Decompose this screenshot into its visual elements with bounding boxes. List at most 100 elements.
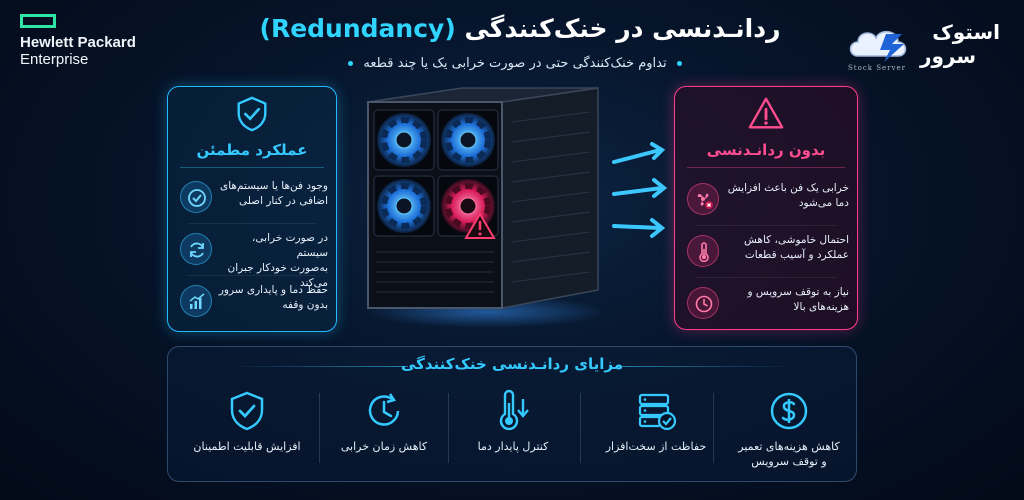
divider bbox=[616, 366, 796, 367]
subtitle-text: تداوم خنک‌کنندگی حتی در صورت خرابی یک یا… bbox=[363, 56, 667, 71]
benefit-label: کنترل پایدار دما bbox=[448, 439, 578, 454]
benefit-item: کنترل پایدار دما bbox=[448, 387, 578, 477]
check-circle-icon bbox=[188, 189, 206, 207]
hpe-logo-line1: Hewlett Packard bbox=[20, 34, 136, 51]
server-check-icon bbox=[638, 393, 677, 431]
clock-icon bbox=[368, 393, 400, 426]
hpe-logo: Hewlett Packard Enterprise bbox=[20, 14, 170, 68]
arrow-right-icon bbox=[612, 148, 662, 164]
divider bbox=[687, 167, 845, 168]
item-line: احتمال خاموشی، کاهش bbox=[744, 234, 849, 246]
item-line: وجود فن‌ها یا سیستم‌های bbox=[220, 180, 328, 192]
refresh-icon bbox=[190, 242, 204, 258]
item-line: اضافی در کنار اصلی bbox=[238, 195, 328, 207]
item-line: دما می‌شود bbox=[798, 197, 849, 209]
list-item: در صورت خرابی، سیستم به‌صورت خودکار جبرا… bbox=[176, 227, 328, 289]
item-icon-circle bbox=[687, 183, 719, 215]
hpe-logo-line2: Enterprise bbox=[20, 51, 89, 68]
card-title: بدون ردانـدنسی bbox=[706, 141, 826, 159]
thermometer-icon bbox=[699, 242, 709, 262]
item-line: عملکرد و آسیب قطعات bbox=[744, 249, 849, 261]
item-line: حفظ دما و پایداری سرور bbox=[218, 284, 328, 296]
no-redundancy-card: بدون ردانـدنسی خرابی یک فن باعث افزایش د… bbox=[674, 86, 858, 330]
item-icon-circle bbox=[687, 235, 719, 267]
divider bbox=[319, 393, 320, 463]
clock-icon bbox=[695, 295, 713, 313]
dollar-icon bbox=[770, 392, 808, 430]
page-title-en: (Redundancy) bbox=[259, 14, 456, 43]
warning-icon bbox=[748, 97, 784, 129]
arrow-right-icon bbox=[612, 186, 664, 196]
divider bbox=[695, 225, 837, 226]
page-subtitle: تداوم خنک‌کنندگی حتی در صورت خرابی یک یا… bbox=[320, 56, 710, 71]
item-line: بدون وقفه bbox=[282, 299, 328, 311]
divider bbox=[188, 275, 316, 276]
benefit-item: کاهش هزینه‌های تعمیر و توقف سرویس bbox=[724, 387, 854, 477]
page-title-fa: ردانـدنسی در خنک‌کنندگی bbox=[464, 14, 781, 43]
divider bbox=[448, 393, 449, 463]
thermometer-icon bbox=[499, 389, 529, 431]
list-item: نیاز به توقف سرویس و هزینه‌های بالا bbox=[683, 281, 849, 327]
page-title: ردانـدنسی در خنک‌کنندگی (Redundancy) bbox=[250, 14, 790, 43]
item-icon-circle bbox=[180, 181, 212, 213]
benefit-line: کاهش هزینه‌های تعمیر bbox=[738, 440, 840, 453]
item-line: در صورت خرابی، سیستم bbox=[252, 232, 328, 259]
item-text: نیاز به توقف سرویس و هزینه‌های بالا bbox=[725, 285, 849, 315]
cloud-logo-icon bbox=[849, 30, 907, 62]
fan-blue bbox=[373, 175, 435, 237]
benefit-line: حفاظت از سخت‌افزار bbox=[605, 440, 707, 453]
shield-check-icon bbox=[237, 96, 267, 132]
divider bbox=[695, 277, 837, 278]
chart-up-icon bbox=[189, 293, 205, 309]
fan-failed-red bbox=[437, 175, 499, 239]
brand-subtitle: Stock Server bbox=[848, 64, 906, 72]
item-icon-circle bbox=[180, 233, 212, 265]
list-item: خرابی یک فن باعث افزایش دما می‌شود bbox=[683, 177, 849, 223]
brand-name-line2: سرور bbox=[919, 44, 976, 68]
list-item: حفظ دما و پایداری سرور بدون وقفه bbox=[176, 279, 328, 325]
benefit-line: و توقف سرویس bbox=[751, 455, 827, 468]
item-icon-circle bbox=[180, 285, 212, 317]
item-text: احتمال خاموشی، کاهش عملکرد و آسیب قطعات bbox=[725, 233, 849, 263]
item-line: نیاز به توقف سرویس و bbox=[747, 286, 849, 298]
benefit-label: کاهش زمان خرابی bbox=[319, 439, 449, 454]
fan-blue bbox=[437, 109, 499, 171]
divider bbox=[580, 393, 581, 463]
bullet-dot bbox=[348, 61, 354, 66]
broken-fan-icon bbox=[697, 193, 713, 209]
reliable-performance-card: عملکرد مطمئن وجود فن‌ها یا سیستم‌های اضا… bbox=[167, 86, 337, 332]
benefit-line: افزایش قابلیت اطمینان bbox=[193, 440, 301, 453]
item-text: حفظ دما و پایداری سرور بدون وقفه bbox=[218, 283, 328, 313]
divider bbox=[228, 366, 408, 367]
fan-blue bbox=[373, 109, 435, 171]
brand-name-line1: استوک bbox=[932, 20, 1000, 44]
bullet-dot bbox=[676, 61, 682, 66]
divider bbox=[180, 167, 324, 168]
benefits-panel: مزایای ردانـدنسی خنک‌کنندگی کاهش هزینه‌ه… bbox=[167, 346, 857, 482]
divider bbox=[188, 223, 316, 224]
benefit-item: حفاظت از سخت‌افزار bbox=[591, 387, 721, 477]
benefit-label: حفاظت از سخت‌افزار bbox=[591, 439, 721, 454]
arrow-right-icon bbox=[612, 224, 662, 230]
benefit-line: کاهش زمان خرابی bbox=[340, 440, 428, 453]
benefit-label: کاهش هزینه‌های تعمیر و توقف سرویس bbox=[724, 439, 854, 469]
item-text: در صورت خرابی، سیستم به‌صورت خودکار جبرا… bbox=[218, 231, 328, 291]
benefit-line: کنترل پایدار دما bbox=[477, 440, 549, 453]
item-line: خرابی یک فن باعث افزایش bbox=[727, 182, 849, 194]
list-item: احتمال خاموشی، کاهش عملکرد و آسیب قطعات bbox=[683, 229, 849, 275]
shield-check-icon bbox=[230, 391, 264, 431]
benefits-title: مزایای ردانـدنسی خنک‌کنندگی bbox=[400, 355, 623, 373]
hpe-logo-mark bbox=[20, 14, 56, 28]
benefit-item: افزایش قابلیت اطمینان bbox=[182, 387, 312, 477]
item-icon-circle bbox=[687, 287, 719, 319]
item-text: وجود فن‌ها یا سیستم‌های اضافی در کنار اص… bbox=[218, 179, 328, 209]
divider bbox=[713, 393, 714, 463]
item-text: خرابی یک فن باعث افزایش دما می‌شود bbox=[725, 181, 849, 211]
benefit-label: افزایش قابلیت اطمینان bbox=[182, 439, 312, 454]
benefit-item: کاهش زمان خرابی bbox=[319, 387, 449, 477]
card-title: عملکرد مطمئن bbox=[196, 141, 308, 159]
airflow-arrows bbox=[612, 142, 668, 238]
server-chassis-illustration bbox=[367, 87, 607, 328]
stock-server-logo: استوک سرور Stock Server bbox=[846, 18, 1006, 74]
item-line: هزینه‌های بالا bbox=[793, 301, 849, 313]
